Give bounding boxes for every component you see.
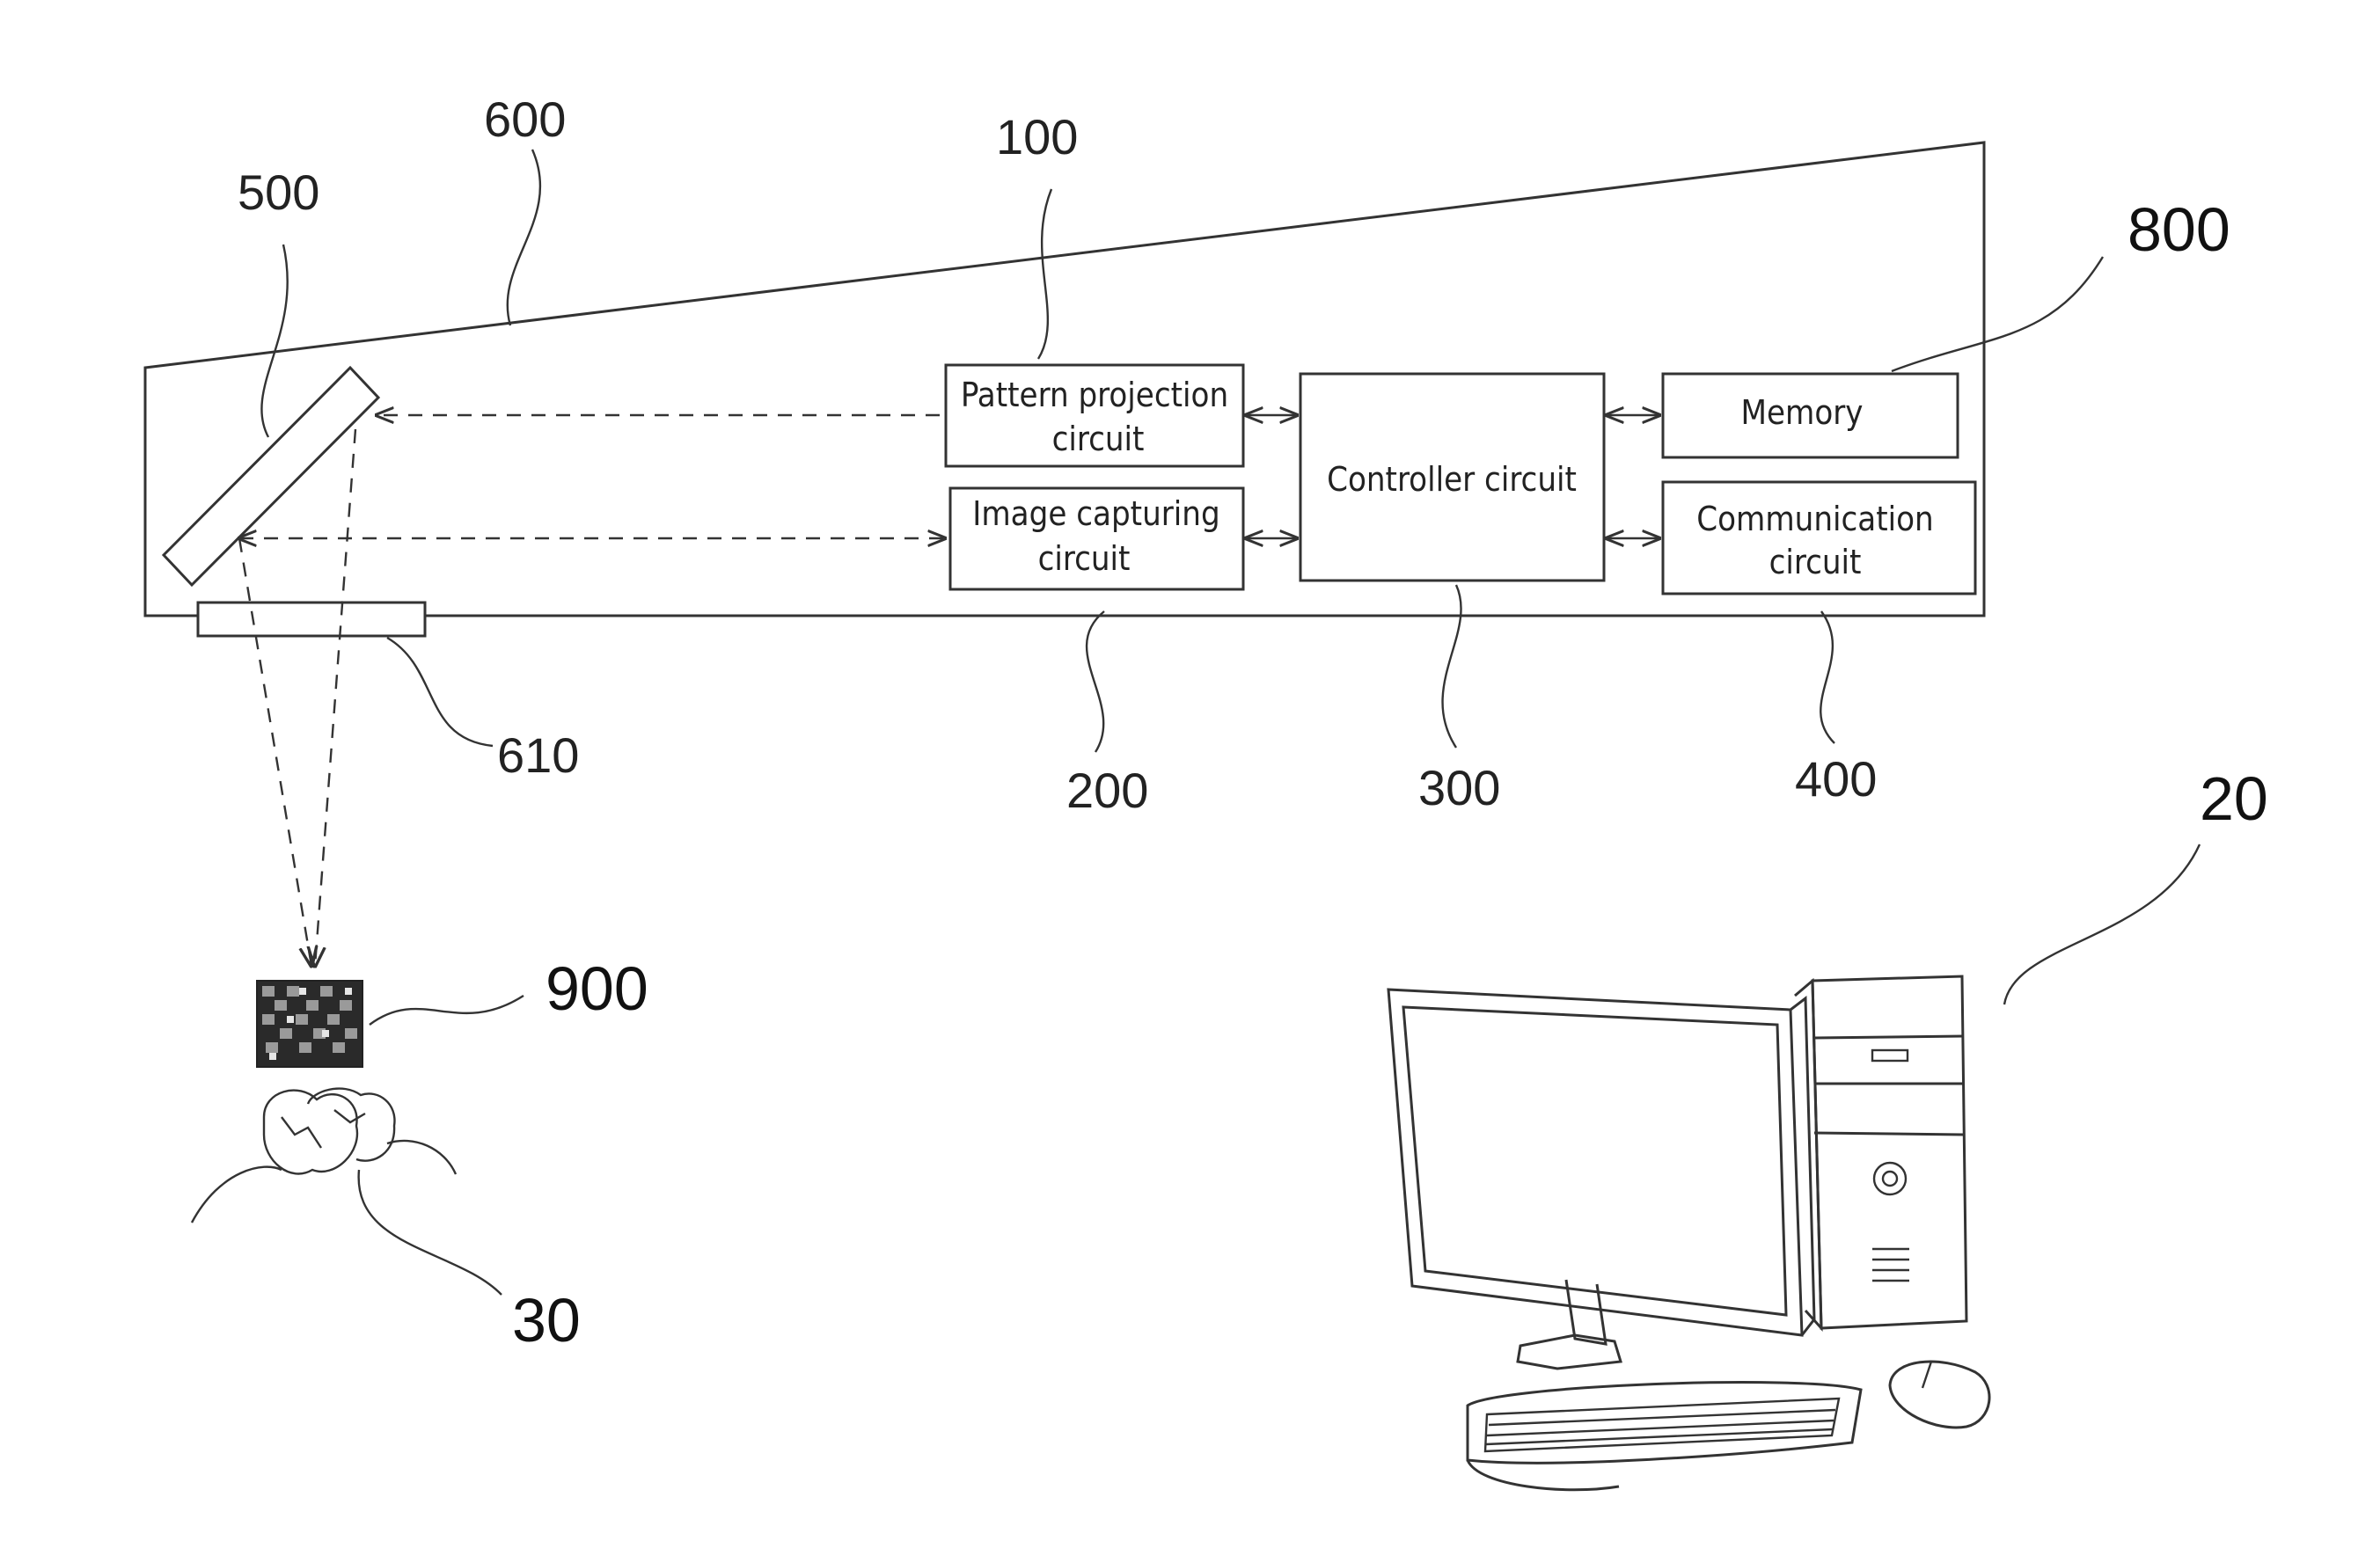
image-capturing-label-2: circuit [1038, 539, 1131, 578]
leader-800 [1892, 257, 2103, 371]
projection-pattern [257, 981, 362, 1067]
ref-200: 200 [1066, 763, 1148, 818]
communication-label-1: Communication [1696, 500, 1933, 538]
controller-label: Controller circuit [1327, 460, 1577, 499]
leader-300 [1443, 585, 1461, 748]
pattern-projection-label-2: circuit [1052, 420, 1145, 458]
memory-label: Memory [1740, 393, 1863, 432]
leader-400 [1820, 611, 1834, 743]
computer [1388, 976, 1989, 1490]
ref-900: 900 [546, 954, 648, 1023]
ref-610: 610 [497, 727, 579, 783]
teeth-object [192, 1089, 456, 1223]
leader-30 [359, 1170, 502, 1295]
scanner-window [198, 603, 425, 636]
pattern-projection-label-1: Pattern projection [961, 376, 1228, 414]
ref-500: 500 [238, 164, 319, 220]
leader-900 [370, 996, 524, 1025]
ref-400: 400 [1795, 751, 1877, 807]
communication-label-2: circuit [1769, 543, 1862, 581]
ref-100: 100 [996, 109, 1078, 164]
leader-500 [261, 245, 287, 437]
leader-600 [508, 150, 540, 325]
ref-30: 30 [512, 1286, 581, 1355]
leader-20 [2004, 844, 2200, 1004]
image-capturing-label-1: Image capturing [972, 494, 1219, 533]
beam-right [315, 429, 355, 966]
leader-100 [1038, 189, 1051, 359]
ref-20: 20 [2200, 764, 2268, 833]
ref-800: 800 [2127, 195, 2230, 264]
ref-300: 300 [1418, 760, 1500, 815]
leader-610 [387, 638, 493, 746]
leader-200 [1087, 611, 1104, 752]
ref-600: 600 [484, 91, 566, 147]
